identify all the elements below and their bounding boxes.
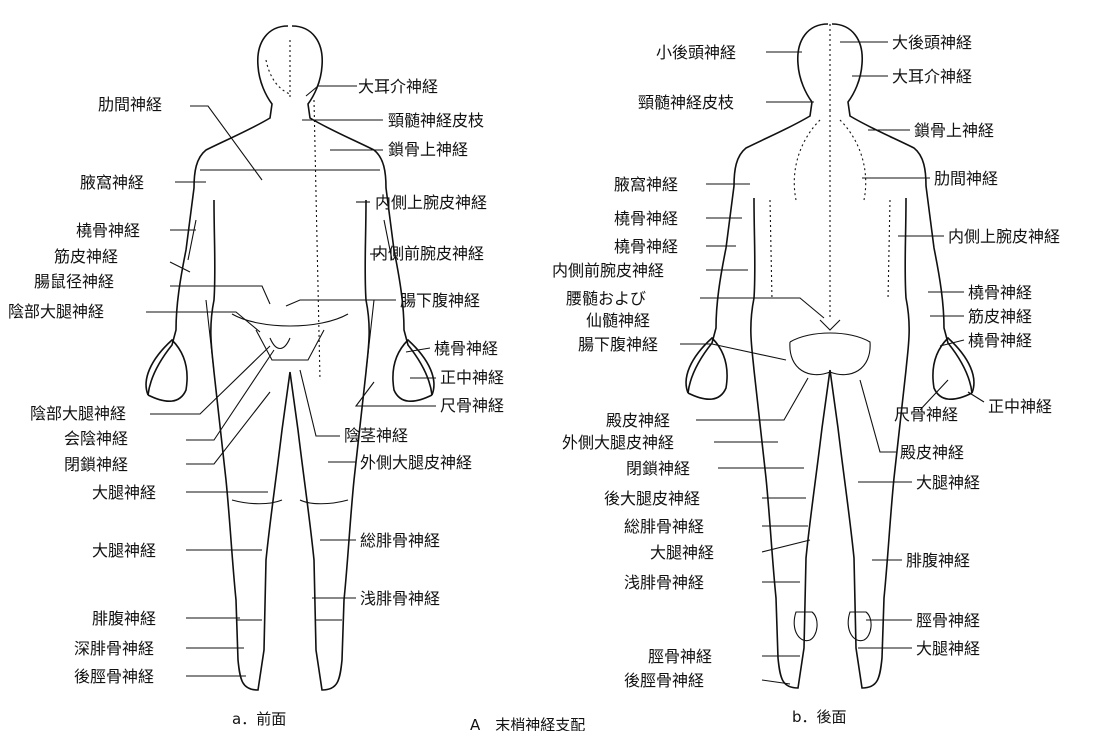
- leader-line: [300, 370, 340, 436]
- back-label: 橈骨神経: [614, 237, 678, 256]
- leader-line: [186, 392, 270, 464]
- back-caption: b．後面: [792, 708, 847, 726]
- front-label: 腸鼠径神経: [34, 272, 114, 291]
- body-contour: [211, 200, 369, 690]
- front-label: 深腓骨神経: [74, 639, 154, 658]
- back-label: 鎖骨上神経: [914, 121, 994, 140]
- back-label: 正中神経: [988, 397, 1052, 416]
- figure-title: A 末梢神経支配: [470, 716, 585, 731]
- back-label: 腓腹神経: [906, 551, 970, 570]
- body-contour: [146, 340, 434, 401]
- front-label: 筋皮神経: [54, 247, 118, 266]
- front-label: 腋窩神経: [80, 173, 144, 192]
- back-label: 内側上腕皮神経: [948, 227, 1060, 246]
- back-label: 橈骨神経: [968, 283, 1032, 302]
- front-label: 総腓骨神経: [360, 531, 440, 550]
- leader-line: [762, 680, 790, 684]
- back-label: 脛骨神経: [648, 647, 712, 666]
- back-labels: 小後頭神経 大後頭神経 大耳介神経 頸髄神経皮枝 鎖骨上神経 腋窩神経 肋間神経…: [552, 33, 1060, 726]
- back-label: 外側大腿皮神経: [562, 433, 674, 452]
- leader-line: [700, 298, 824, 318]
- front-label: 後脛骨神経: [74, 667, 154, 686]
- front-label: 正中神経: [440, 368, 504, 387]
- front-labels: 大耳介神経 肋間神経 頸髄神経皮枝 鎖骨上神経 腋窩神経 内側上腕皮神経 橈骨神…: [8, 77, 504, 728]
- front-label: 外側大腿皮神経: [360, 453, 472, 472]
- front-label: 陰茎神経: [344, 426, 408, 445]
- back-label: 尺骨神経: [894, 405, 958, 424]
- back-label: 肋間神経: [934, 169, 998, 188]
- front-label: 内側上腕皮神経: [375, 193, 487, 212]
- back-label: 総腓骨神経: [624, 517, 704, 536]
- leader-line: [860, 380, 896, 452]
- front-label: 内側前腕皮神経: [372, 244, 484, 263]
- body-contour: [188, 170, 392, 620]
- front-label: 尺骨神経: [440, 396, 504, 415]
- front-label: 陰部大腿神経: [30, 404, 126, 423]
- back-label: 腸下腹神経: [578, 335, 658, 354]
- back-label: 橈骨神経: [614, 209, 678, 228]
- front-label: 陰部大腿神経: [8, 302, 104, 321]
- front-caption: a．前面: [232, 710, 286, 728]
- front-label: 頸髄神経皮枝: [388, 111, 484, 130]
- back-label: 腰髄および: [566, 289, 646, 308]
- leader-line: [762, 540, 810, 552]
- leader-line: [146, 312, 260, 332]
- leader-line: [680, 344, 786, 360]
- back-label: 浅腓骨神経: [624, 573, 704, 592]
- back-label: 殿皮神経: [606, 411, 670, 430]
- leader-line: [170, 262, 190, 272]
- back-label: 腋窩神経: [614, 175, 678, 194]
- front-label: 橈骨神経: [434, 339, 498, 358]
- back-label: 後大腿皮神経: [604, 489, 700, 508]
- front-label: 橈骨神経: [76, 221, 140, 240]
- back-label: 大腿神経: [650, 543, 714, 562]
- leader-line: [150, 346, 270, 414]
- front-label: 会陰神経: [64, 429, 128, 448]
- front-label: 大耳介神経: [358, 77, 438, 96]
- back-label: 殿皮神経: [900, 443, 964, 462]
- front-label: 閉鎖神経: [64, 455, 128, 474]
- front-label: 大腿神経: [92, 541, 156, 560]
- front-label: 大腿神経: [92, 483, 156, 502]
- front-label: 腸下腹神経: [400, 291, 480, 310]
- back-label: 大腿神経: [916, 473, 980, 492]
- back-label: 小後頭神経: [656, 43, 736, 62]
- leader-line: [170, 286, 270, 304]
- back-label: 内側前腕皮神経: [552, 261, 664, 280]
- back-label: 脛骨神経: [916, 611, 980, 630]
- back-label: 仙髄神経: [586, 311, 650, 330]
- front-label: 肋間神経: [98, 95, 162, 114]
- back-label: 大腿神経: [916, 639, 980, 658]
- leader-line: [190, 106, 262, 180]
- leader-line: [186, 350, 274, 440]
- leader-line: [406, 348, 430, 352]
- back-label: 大後頭神経: [892, 33, 972, 52]
- back-label: 大耳介神経: [892, 67, 972, 86]
- front-label: 腓腹神経: [92, 609, 156, 628]
- back-label: 後脛骨神経: [624, 671, 704, 690]
- front-label: 鎖骨上神経: [388, 140, 468, 159]
- body-contour: [770, 24, 890, 320]
- body-contour: [790, 320, 871, 641]
- back-label: 橈骨神経: [968, 331, 1032, 350]
- front-label: 浅腓骨神経: [360, 589, 440, 608]
- back-label: 頸髄神経皮枝: [638, 93, 734, 112]
- leader-line: [968, 392, 984, 402]
- leader-line: [286, 300, 396, 306]
- back-label: 閉鎖神経: [626, 459, 690, 478]
- back-label: 筋皮神経: [968, 307, 1032, 326]
